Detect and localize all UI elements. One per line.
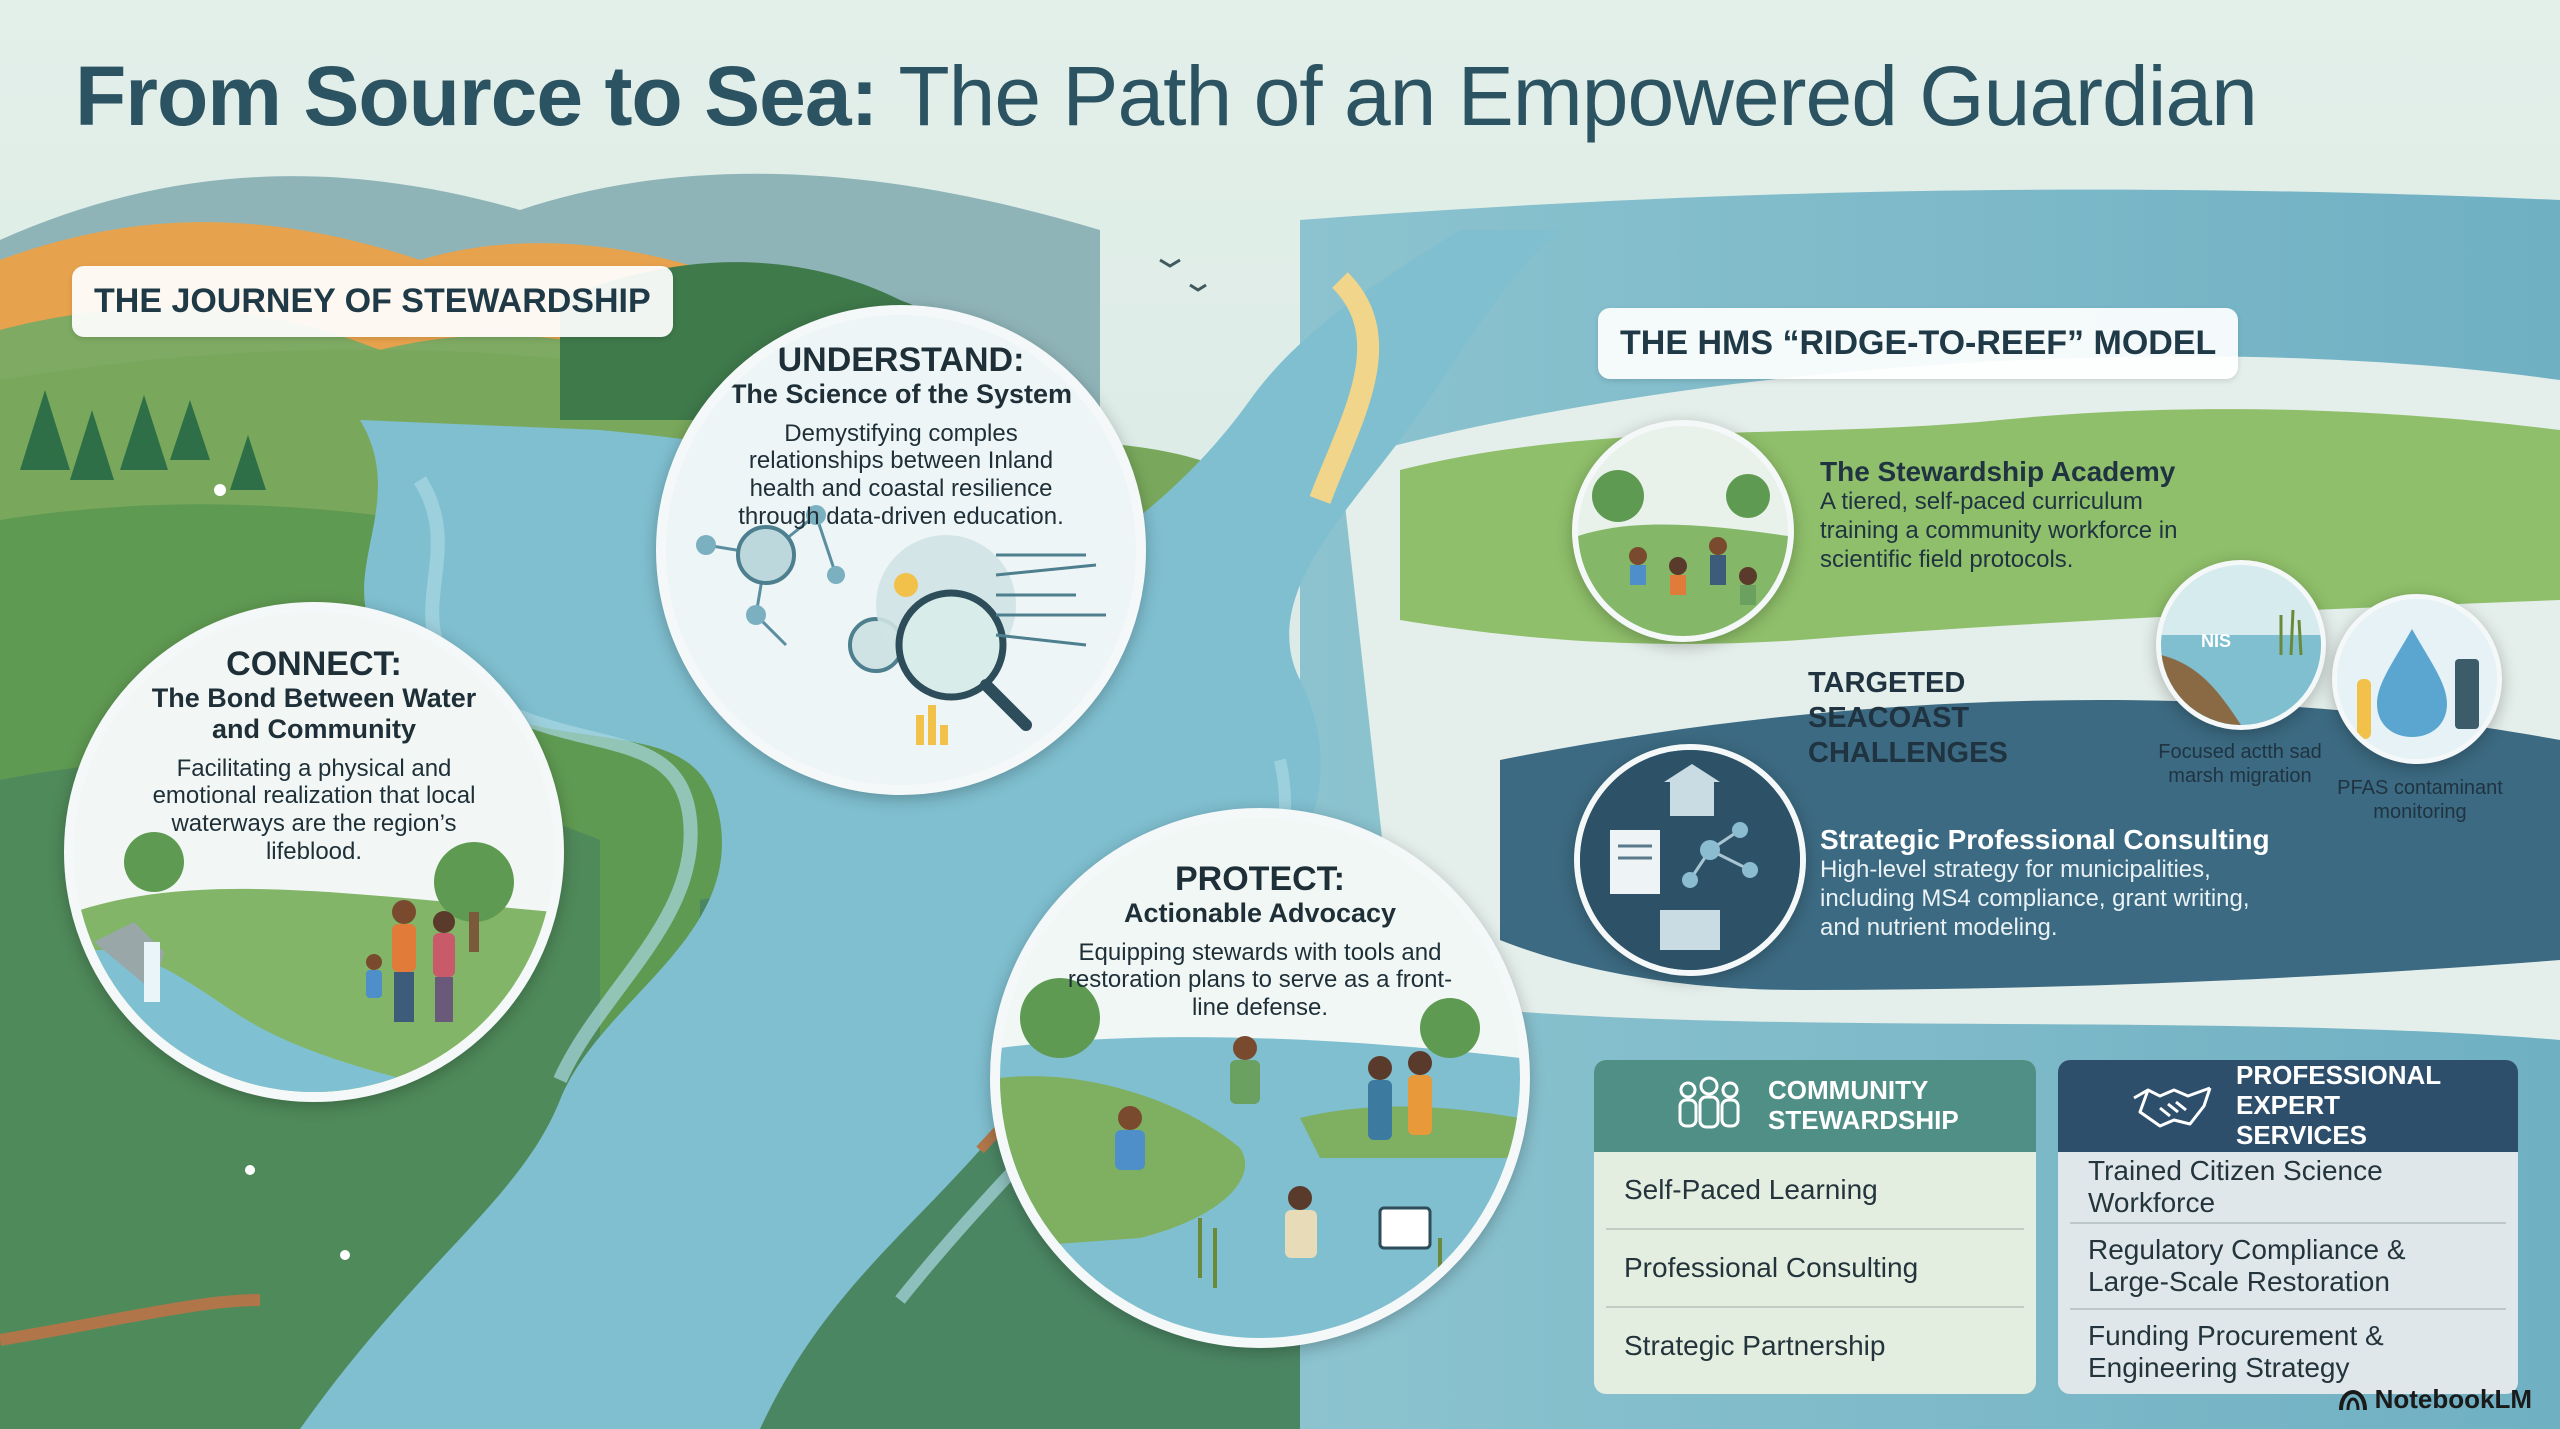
protect-head: PROTECT: [1175, 860, 1345, 898]
academy-body: A tiered, self-paced curriculum training… [1820, 488, 2178, 573]
pfas-image [2332, 594, 2502, 764]
academy-title: The Stewardship Academy [1820, 456, 2176, 487]
connect-body: Facilitating a physical and emotional re… [152, 754, 476, 865]
academy-illustration [1578, 426, 1788, 636]
protect-sub: Actionable Advocacy [1123, 897, 1397, 928]
notebooklm-logo-icon [2338, 1389, 2367, 1410]
expert-header: PROFESSIONAL EXPERT SERVICES [2058, 1060, 2518, 1152]
consulting-title: Strategic Professional Consulting [1820, 824, 2270, 855]
protect-circle: PROTECT: Actionable Advocacy Equipping s… [990, 808, 1530, 1348]
title-bold: From Source to Sea: [75, 49, 879, 143]
journey-label: THE JOURNEY OF STEWARDSHIP [72, 266, 673, 337]
protect-illustration [1000, 818, 1520, 1338]
expert-table: PROFESSIONAL EXPERT SERVICES Trained Cit… [2058, 1060, 2518, 1394]
community-header: COMMUNITY STEWARDSHIP [1594, 1060, 2036, 1152]
protect-body: Equipping stewards with tools and restor… [1067, 938, 1453, 1021]
understand-sub: The Science of the System [729, 378, 1073, 409]
understand-head: UNDERSTAND: [777, 341, 1025, 379]
community-table: COMMUNITY STEWARDSHIP Self-Paced Learnin… [1594, 1060, 2036, 1394]
notebooklm-brand: NotebookLM [2338, 1384, 2532, 1415]
title-light: The Path of an Empowered Guardian [898, 49, 2257, 143]
page-title: From Source to Sea: The Path of an Empow… [75, 48, 2258, 145]
connect-head: CONNECT: [226, 645, 402, 683]
expert-row-1: Trained Citizen Science Workforce [2070, 1152, 2506, 1224]
network-building-icon [1580, 750, 1800, 970]
water-drop-icon [2337, 599, 2497, 759]
people-icon [1678, 1076, 1740, 1129]
model-label: THE HMS “RIDGE-TO-REEF” MODEL [1598, 308, 2239, 379]
consulting-block: Strategic Professional Consulting High-l… [1820, 824, 2280, 942]
challenge-item-2: PFAS contaminant monitoring [2337, 777, 2503, 823]
marsh-image: NIS [2156, 560, 2326, 730]
challenges-title: TARGETED SEACOAST CHALLENGES [1808, 667, 2008, 769]
expert-row-2: Regulatory Compliance & Large-Scale Rest… [2070, 1224, 2506, 1310]
connect-circle: CONNECT: The Bond Between Water and Comm… [64, 602, 564, 1102]
marsh-illustration [2161, 565, 2321, 725]
nis-label: NIS [2201, 631, 2232, 651]
community-header-label: COMMUNITY STEWARDSHIP [1768, 1075, 1959, 1135]
understand-circle: UNDERSTAND: The Science of the System De… [656, 305, 1146, 795]
academy-image [1572, 420, 1794, 642]
protect-text: PROTECT: Actionable Advocacy Equipping s… [1000, 860, 1520, 1022]
academy-block: The Stewardship Academy A tiered, self-p… [1820, 456, 2220, 574]
consulting-body: High-level strategy for municipalities, … [1820, 856, 2250, 941]
connect-text: CONNECT: The Bond Between Water and Comm… [74, 645, 554, 865]
challenge-item-1: Focused actth sad marsh migration [2158, 741, 2322, 787]
family-figures [366, 900, 455, 1022]
understand-body: Demystifying comples relationships betwe… [738, 419, 1064, 530]
community-row-3: Strategic Partnership [1624, 1330, 1886, 1361]
consulting-image [1574, 744, 1806, 976]
understand-text: UNDERSTAND: The Science of the System De… [666, 341, 1136, 530]
brand-text: NotebookLM [2374, 1384, 2532, 1414]
connect-illustration [74, 612, 554, 1092]
community-row-1: Self-Paced Learning [1606, 1152, 2024, 1230]
expert-row-3: Funding Procurement & Engineering Strate… [2088, 1320, 2384, 1383]
community-row-2: Professional Consulting [1606, 1230, 2024, 1308]
expert-header-label: PROFESSIONAL EXPERT SERVICES [2236, 1060, 2441, 1150]
understand-illustration [666, 315, 1136, 785]
stewards-figures [1115, 1036, 1432, 1258]
handshake-icon [2133, 1086, 2212, 1128]
connect-sub: The Bond Between Water and Community [151, 682, 477, 744]
